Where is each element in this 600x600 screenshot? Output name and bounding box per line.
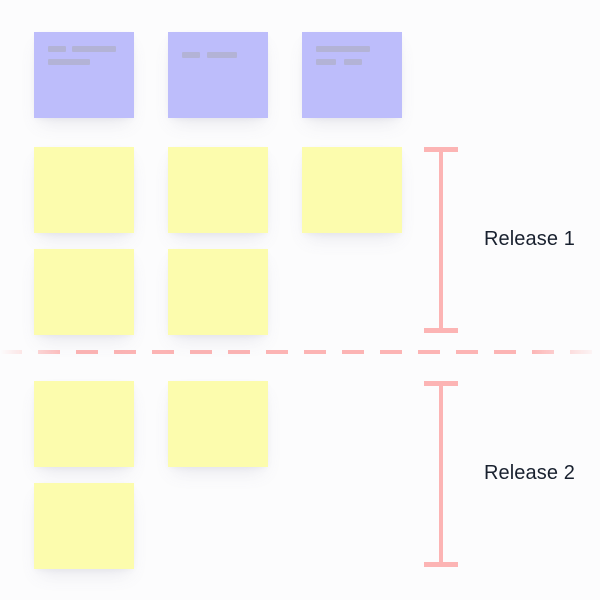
epic-card-1[interactable]	[34, 32, 134, 118]
release-2-label: Release 2	[484, 462, 575, 484]
bracket-cap-bottom	[424, 328, 458, 333]
story-card-r1-3[interactable]	[302, 147, 402, 233]
card-text-bar	[316, 59, 336, 65]
release-1-bracket	[424, 147, 458, 333]
story-card-r2-1[interactable]	[34, 381, 134, 467]
epic-card-2[interactable]	[168, 32, 268, 118]
card-text-bar	[72, 46, 116, 52]
story-card-r1-2[interactable]	[168, 147, 268, 233]
epic-card-3[interactable]	[302, 32, 402, 118]
story-card-r2-3[interactable]	[34, 483, 134, 569]
story-card-r1-1[interactable]	[34, 147, 134, 233]
release-2-bracket	[424, 381, 458, 567]
bracket-stem	[439, 381, 443, 567]
card-text-bar	[207, 52, 237, 58]
card-text-bar	[344, 59, 362, 65]
release-divider	[0, 350, 600, 354]
story-card-r2-2[interactable]	[168, 381, 268, 467]
release-1-label: Release 1	[484, 228, 575, 250]
card-text-bar	[182, 52, 200, 58]
story-card-r1-4[interactable]	[34, 249, 134, 335]
card-text-bar	[48, 46, 66, 52]
bracket-cap-bottom	[424, 562, 458, 567]
card-text-bar	[316, 46, 370, 52]
story-card-r1-5[interactable]	[168, 249, 268, 335]
bracket-cap-top	[424, 147, 458, 152]
bracket-cap-top	[424, 381, 458, 386]
card-text-bar	[48, 59, 90, 65]
bracket-stem	[439, 147, 443, 333]
